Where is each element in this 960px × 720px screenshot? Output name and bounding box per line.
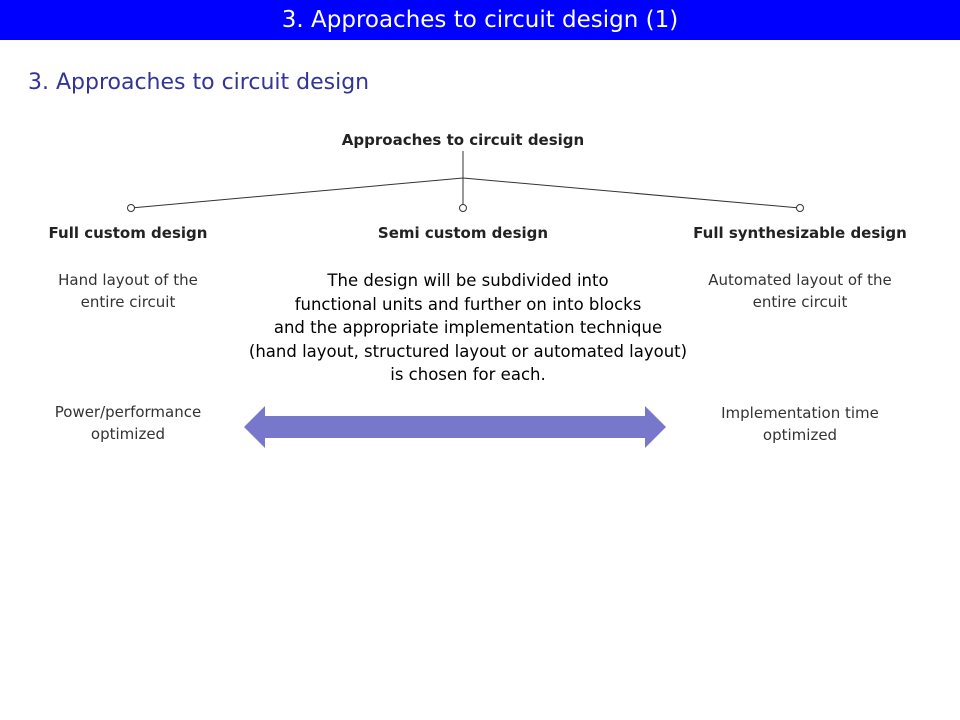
middle-branch-node xyxy=(459,204,467,212)
full-custom-optimization: Power/performance optimized xyxy=(13,401,243,445)
semi-custom-description-line: The design will be subdivided into xyxy=(327,271,609,290)
full-custom-description-line: entire circuit xyxy=(80,293,176,311)
semi-custom-description-line: and the appropriate implementation techn… xyxy=(273,318,663,337)
right-branch-node xyxy=(796,204,804,212)
branch-label-semi-custom: Semi custom design xyxy=(377,224,549,242)
full-custom-optimization-line: optimized xyxy=(90,425,166,443)
left-branch-node xyxy=(127,204,135,212)
full-synthesizable-description-line: Automated layout of the xyxy=(708,271,892,289)
full-synthesizable-description-line: entire circuit xyxy=(752,293,848,311)
full-custom-description-line: Hand layout of the xyxy=(58,271,198,289)
full-custom-description: Hand layout of the entire circuit xyxy=(13,269,243,313)
slide-title: 3. Approaches to circuit design (1) xyxy=(281,7,679,33)
tree-connector-lines xyxy=(127,151,804,212)
semi-custom-description-line: functional units and further on into blo… xyxy=(294,294,642,314)
right-branch-line xyxy=(462,177,801,209)
tradeoff-double-arrow xyxy=(244,406,666,448)
full-synthesizable-optimization-line: optimized xyxy=(762,426,838,444)
semi-custom-description-line: is chosen for each. xyxy=(390,365,546,384)
full-synthesizable-description: Automated layout of the entire circuit xyxy=(670,269,930,313)
root-label: Approaches to circuit design xyxy=(341,131,585,149)
branch-label-full-synthesizable: Full synthesizable design xyxy=(693,224,907,242)
left-branch-line xyxy=(130,177,464,209)
semi-custom-description-line: (hand layout, structured layout or autom… xyxy=(248,341,688,361)
slide-title-bar: 3. Approaches to circuit design (1) xyxy=(0,0,960,40)
semi-custom-description: The design will be subdivided into funct… xyxy=(200,269,736,387)
branch-label-full-custom: Full custom design xyxy=(48,224,208,242)
full-custom-optimization-line: Power/performance xyxy=(54,403,202,421)
slide-heading: 3. Approaches to circuit design xyxy=(28,70,370,95)
full-synthesizable-optimization: Implementation time optimized xyxy=(670,402,930,446)
double-arrow-shape xyxy=(244,406,666,448)
full-synthesizable-optimization-line: Implementation time xyxy=(721,404,879,422)
